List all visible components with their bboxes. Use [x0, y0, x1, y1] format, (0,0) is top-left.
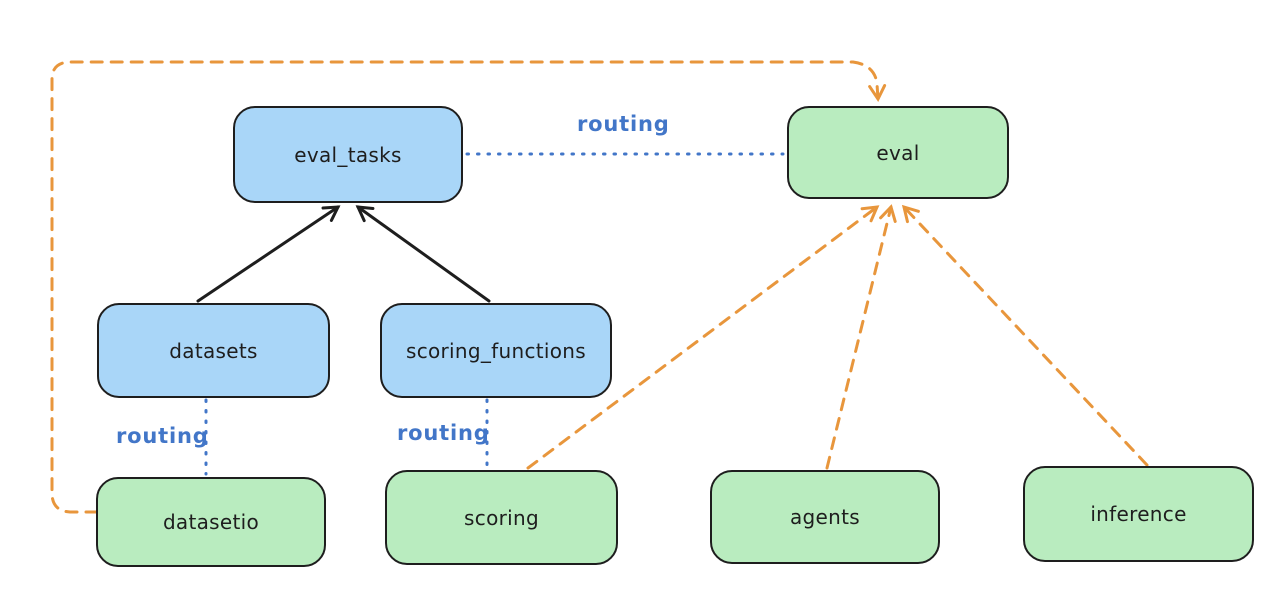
edge-label-routing-datasets-datasetio: routing — [116, 424, 209, 448]
node-inference: inference — [1023, 466, 1254, 562]
node-scoring-functions: scoring_functions — [380, 303, 612, 398]
node-datasets: datasets — [97, 303, 330, 398]
edge-agents-to-eval — [825, 204, 897, 470]
edge-label-routing-eval-tasks-eval: routing — [577, 112, 670, 136]
node-eval-tasks: eval_tasks — [233, 106, 463, 203]
node-scoring: scoring — [385, 470, 618, 565]
edge-datasets-to-eval-tasks — [196, 205, 341, 303]
edge-inference-to-eval — [901, 204, 1149, 467]
node-datasetio: datasetio — [96, 477, 326, 567]
node-agents: agents — [710, 470, 940, 564]
edge-datasetio-to-eval — [50, 60, 887, 514]
node-eval: eval — [787, 106, 1009, 199]
edge-scoring-to-eval — [526, 205, 880, 470]
edge-scoring-functions-to-eval-tasks — [355, 205, 491, 303]
edge-label-routing-scoring-fns-scoring: routing — [397, 421, 490, 445]
